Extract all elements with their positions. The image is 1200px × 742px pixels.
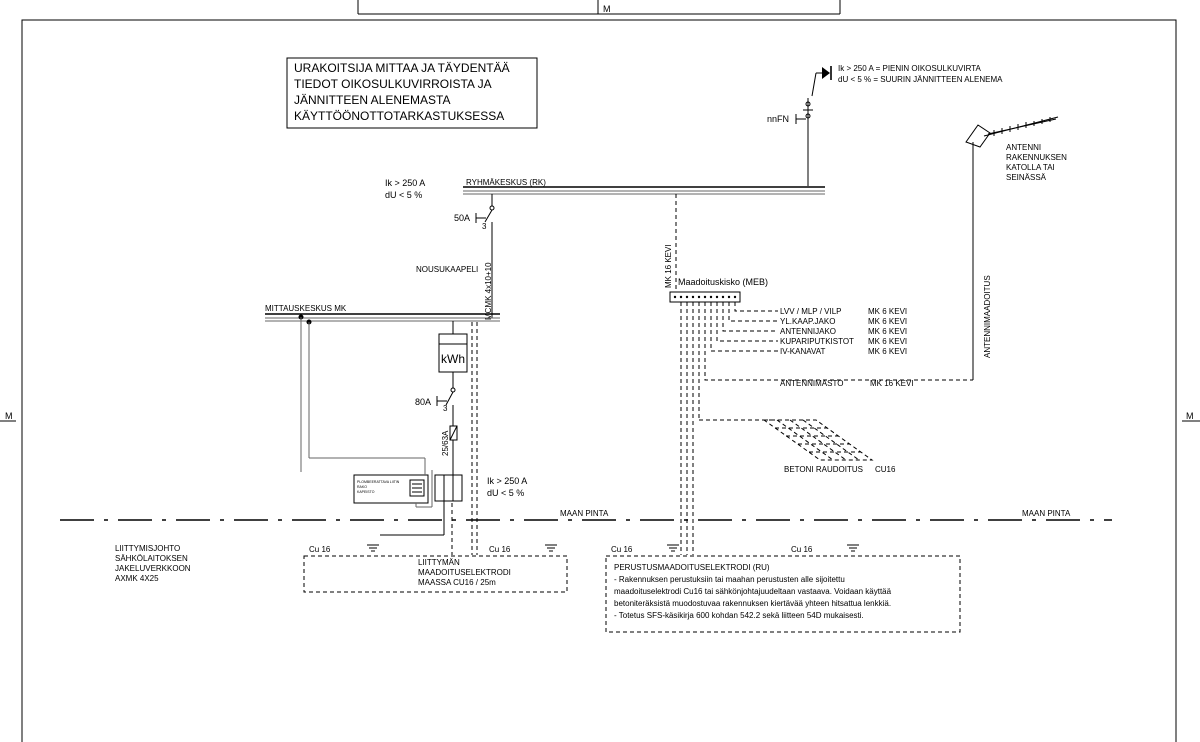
electrode-left-line-2: MAADOITUSELEKTRODI [418,568,511,577]
antenna: ANTENNI RAKENNUKSEN KATOLLA TAI SEINÄSSÄ… [965,116,1067,380]
mk-small-1: PLOMBEERATTAVA LIITIN [357,480,400,484]
frame-marker-right: M [1186,411,1194,421]
meb-conn-2-cable: MK 6 KEVI [868,317,907,326]
electrode-right-line-2: maadoituselektrodi Cu16 tai sähkönjohtaj… [614,587,892,596]
mk-busbar: MITTAUSKESKUS MK kWh 80A 3 25/63A [265,304,500,476]
meb-terminals [673,295,737,299]
mk-fuse-label: 25/63A [441,430,450,456]
antenna-earth-label: ANTENNIMAADOITUS [983,275,992,358]
ground-label-right: MAAN PINTA [1022,509,1071,518]
rebar-grid: BETONI RAUDOITUS CU16 [762,419,896,474]
meb-cable-to-rk: MK 16 KEVI [664,244,673,288]
mk-pole: 3 [443,404,448,413]
riser-label: NOUSUKAAPELI [416,265,478,274]
nnfn-label: nnFN [767,114,789,124]
meb-label: Maadoituskisko (MEB) [678,277,768,287]
electrode-right-line-3: betoniteräksistä muodostuvaa rakennuksen… [614,599,891,608]
note-line-3: JÄNNITTEEN ALENEMASTA [294,93,450,107]
earth-symbol-icon [847,544,859,552]
frame-marker-top: M [603,4,611,14]
note-box: URAKOITSIJA MITTAA JA TÄYDENTÄÄ TIEDOT O… [286,57,538,129]
ground-label-center: MAAN PINTA [560,509,609,518]
note-line-1: URAKOITSIJA MITTAA JA TÄYDENTÄÄ [294,61,510,75]
meb-conn-3-name: ANTENNIJAKO [780,327,836,336]
meb-conn-5-cable: MK 6 KEVI [868,347,907,356]
mk-meter-label: kWh [441,352,465,366]
mk-breaker-label: 80A [415,397,431,407]
electrode-left-cu1: Cu 16 [309,545,331,554]
rk-busbar: RYHMÄKESKUS (RK) Ik > 250 A dU < 5 % 50A… [385,178,825,318]
legend-ik: Ik > 250 A = PIENIN OIKOSULKUVIRTA [838,64,982,73]
rebar-label: BETONI RAUDOITUS [784,465,863,474]
supply-line-2: SÄHKÖLAITOKSEN [115,554,188,563]
antenna-label-3: KATOLLA TAI [1006,163,1055,172]
rk-du: dU < 5 % [385,190,422,200]
mk-small-2: RAKO [357,485,367,489]
electrode-left-cu2: Cu 16 [489,545,511,554]
electrode-right-line-4: - Totetus SFS-käsikirja 600 kohdan 542.2… [614,611,864,620]
supply-line-1: LIITTYMISJOHTO [115,544,180,553]
frame-marker-left: M [5,411,13,421]
riser-cable-type: MCMK 4x10+10 [484,262,493,320]
meb-conn-1-name: LVV / MLP / VILP [780,307,842,316]
meb-conn-5-name: IV-KANAVAT [780,347,825,356]
antenna-label-4: SEINÄSSÄ [1006,173,1047,182]
electrode-left-line-3: MAASSA CU16 / 25m [418,578,496,587]
note-line-4: KÄYTTÖÖNOTTOTARKASTUKSESSA [294,109,504,123]
electrode-right-cu2: Cu 16 [791,545,813,554]
antenna-mast-label: ANTENNIMASTO [780,379,843,388]
supply-line-4: AXMK 4X25 [115,574,159,583]
riser-pe-conductors [451,322,478,555]
electrode-left: Cu 16 Cu 16 LIITTYMÄN MAADOITUSELEKTRODI… [303,544,568,593]
electrode-right-line-1: - Rakennuksen perustuksiin tai maahan pe… [614,575,845,584]
meb-conn-4-name: KUPARIPUTKISTOT [780,337,854,346]
legend-du: dU < 5 % = SUURIN JÄNNITTEEN ALENEMA [838,75,1003,84]
meb-conn-2-name: YL.KAAP.JAKO [780,317,835,326]
riser-cable: NOUSUKAAPELI MCMK 4x10+10 [416,262,493,320]
electrode-right: Cu 16 Cu 16 PERUSTUSMAADOITUSELEKTRODI (… [605,544,961,633]
rk-ik: Ik > 250 A [385,178,425,188]
earth-symbol-icon [667,544,679,552]
mk-small-3: KAPEISTO [357,490,375,494]
rk-breaker-label: 50A [454,213,470,223]
antenna-mast-cable: MK 16 KEVI [870,379,914,388]
antenna-label-2: RAKENNUKSEN [1006,153,1067,162]
earth-symbol-icon [545,544,557,552]
meb-conn-3-cable: MK 6 KEVI [868,327,907,336]
electrode-left-line-1: LIITTYMÄN [418,558,460,567]
meb-bar: MK 16 KEVI Maadoituskisko (MEB) [664,194,973,555]
note-line-2: TIEDOT OIKOSULKUVIRROISTA JA [294,77,492,91]
rk-pole: 3 [482,222,487,231]
meb-conn-4-cable: MK 6 KEVI [868,337,907,346]
antenna-label-1: ANTENNI [1006,143,1041,152]
supply-line-3: JAKELUVERKKOON [115,564,191,573]
meb-conn-1-cable: MK 6 KEVI [868,307,907,316]
mk-ik-labels: Ik > 250 A dU < 5 % [487,476,527,498]
ground-line: MAAN PINTA MAAN PINTA [60,509,1112,521]
electrode-right-title: PERUSTUSMAADOITUSELEKTRODI (RU) [614,563,770,572]
legend-top-right: Ik > 250 A = PIENIN OIKOSULKUVIRTA dU < … [767,64,1003,186]
mk-bus-label: MITTAUSKESKUS MK [265,304,347,313]
rk-bus-label: RYHMÄKESKUS (RK) [466,178,546,187]
earth-symbol-icon [367,544,379,552]
meb-connections: LVV / MLP / VILP MK 6 KEVI YL.KAAP.JAKO … [780,307,914,388]
supply-terminal: PLOMBEERATTAVA LIITIN RAKO KAPEISTO LIIT… [115,458,463,583]
electrode-right-cu1: Cu 16 [611,545,633,554]
rebar-size: CU16 [875,465,896,474]
mk-ik: Ik > 250 A [487,476,527,486]
antenna-elements [993,117,1051,136]
mk-du: dU < 5 % [487,488,524,498]
